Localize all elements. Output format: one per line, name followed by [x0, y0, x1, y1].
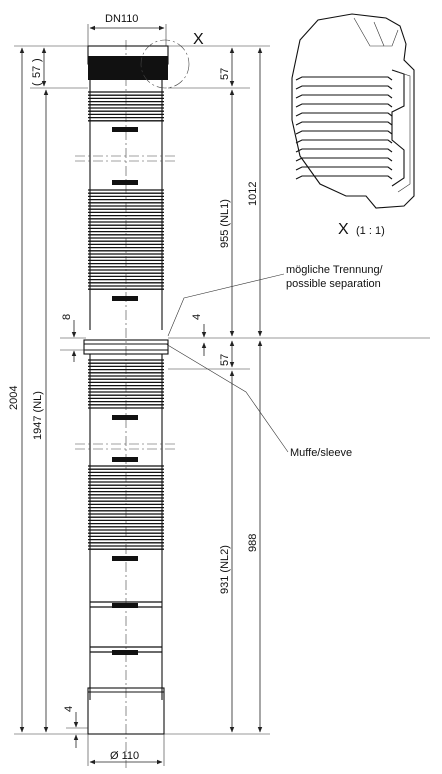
- separation-label-de: mögliche Trennung/: [286, 264, 384, 276]
- dim-1012: 1012: [247, 182, 259, 206]
- clip: [112, 603, 138, 608]
- detail-rib: [295, 166, 393, 171]
- sleeve: [83, 339, 169, 355]
- detail-rib: [295, 157, 393, 162]
- upper-rib-section-2: [88, 189, 164, 290]
- diameter-label: Ø 110: [110, 750, 139, 762]
- upper-rib-section-1: [88, 91, 164, 122]
- detail-caption-scale: (1 : 1): [356, 225, 385, 237]
- top-seal-band: [88, 56, 168, 80]
- detail-marker: X: [193, 31, 204, 48]
- detail-rib: [295, 85, 393, 90]
- detail-rib: [295, 94, 393, 99]
- dim-2004: 2004: [8, 386, 20, 410]
- sleeve-label: Muffe/sleeve: [290, 447, 352, 459]
- detail-x-view: [291, 13, 415, 209]
- dim-8: 8: [61, 314, 73, 320]
- dim-4-mid: 4: [191, 314, 203, 320]
- lower-rib-section-2: [88, 465, 164, 550]
- clip: [112, 415, 138, 420]
- pipe-body: [75, 40, 178, 768]
- dim-988: 988: [247, 534, 259, 552]
- detail-rib: [295, 148, 393, 153]
- clip: [112, 457, 138, 462]
- detail-rib: [295, 130, 393, 135]
- detail-caption-letter: X: [338, 221, 349, 238]
- clip: [112, 180, 138, 185]
- paren-left: (: [31, 82, 43, 86]
- dim-955: 955 (NL1): [219, 199, 231, 248]
- dim-57-top-right: 57: [219, 68, 231, 80]
- detail-ribs: [295, 76, 393, 180]
- dim-4-bottom: 4: [63, 706, 75, 712]
- paren-right: ): [31, 58, 43, 62]
- detail-rib: [295, 112, 393, 117]
- detail-rib: [295, 103, 393, 108]
- dim-57-mid: 57: [219, 354, 231, 366]
- clip: [112, 127, 138, 132]
- spigot-end: [87, 687, 165, 735]
- detail-circle: [140, 39, 190, 89]
- separation-leader: [167, 273, 285, 337]
- separation-label-en: possible separation: [286, 278, 381, 290]
- detail-rib: [295, 175, 393, 180]
- clip: [112, 556, 138, 561]
- sleeve-leader: [165, 343, 289, 453]
- dn110-label: DN110: [105, 13, 138, 25]
- detail-rib: [295, 76, 393, 81]
- lower-rib-section-1: [88, 359, 164, 409]
- dim-57-top-left: 57: [31, 66, 43, 78]
- detail-rib: [295, 121, 393, 126]
- clip: [112, 296, 138, 301]
- detail-rib: [295, 139, 393, 144]
- dim-931: 931 (NL2): [219, 545, 231, 594]
- dim-1947: 1947 (NL): [32, 391, 44, 440]
